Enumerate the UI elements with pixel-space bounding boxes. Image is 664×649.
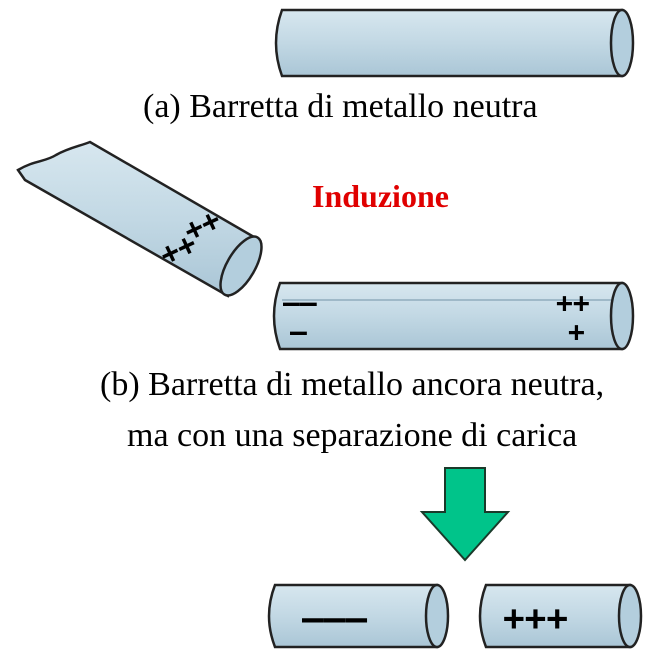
bar-c-negative-charges: ––– bbox=[302, 598, 367, 639]
charged-rod: ++ ++ bbox=[16, 140, 263, 298]
positive-bar: +++ bbox=[478, 583, 643, 649]
caption-b-line2: ma con una separazione di carica bbox=[127, 417, 577, 454]
bar-b-positive-top: ++ bbox=[556, 286, 590, 319]
bar-b-negative-top: –– bbox=[283, 286, 317, 319]
induzione-label: Induzione bbox=[312, 178, 449, 214]
neutral-metal-bar bbox=[274, 8, 635, 78]
caption-b-line1: (b) Barretta di metallo ancora neutra, bbox=[100, 366, 604, 403]
down-arrow-icon bbox=[419, 467, 511, 562]
negative-bar: ––– bbox=[267, 583, 450, 649]
bar-b-negative-bottom: – bbox=[290, 315, 307, 348]
bar-b-positive-bottom: + bbox=[568, 315, 585, 348]
bar-c-positive-charges: +++ bbox=[503, 598, 568, 639]
separated-charge-bar: –– – ++ + bbox=[272, 281, 635, 351]
caption-a: (a) Barretta di metallo neutra bbox=[143, 88, 538, 125]
